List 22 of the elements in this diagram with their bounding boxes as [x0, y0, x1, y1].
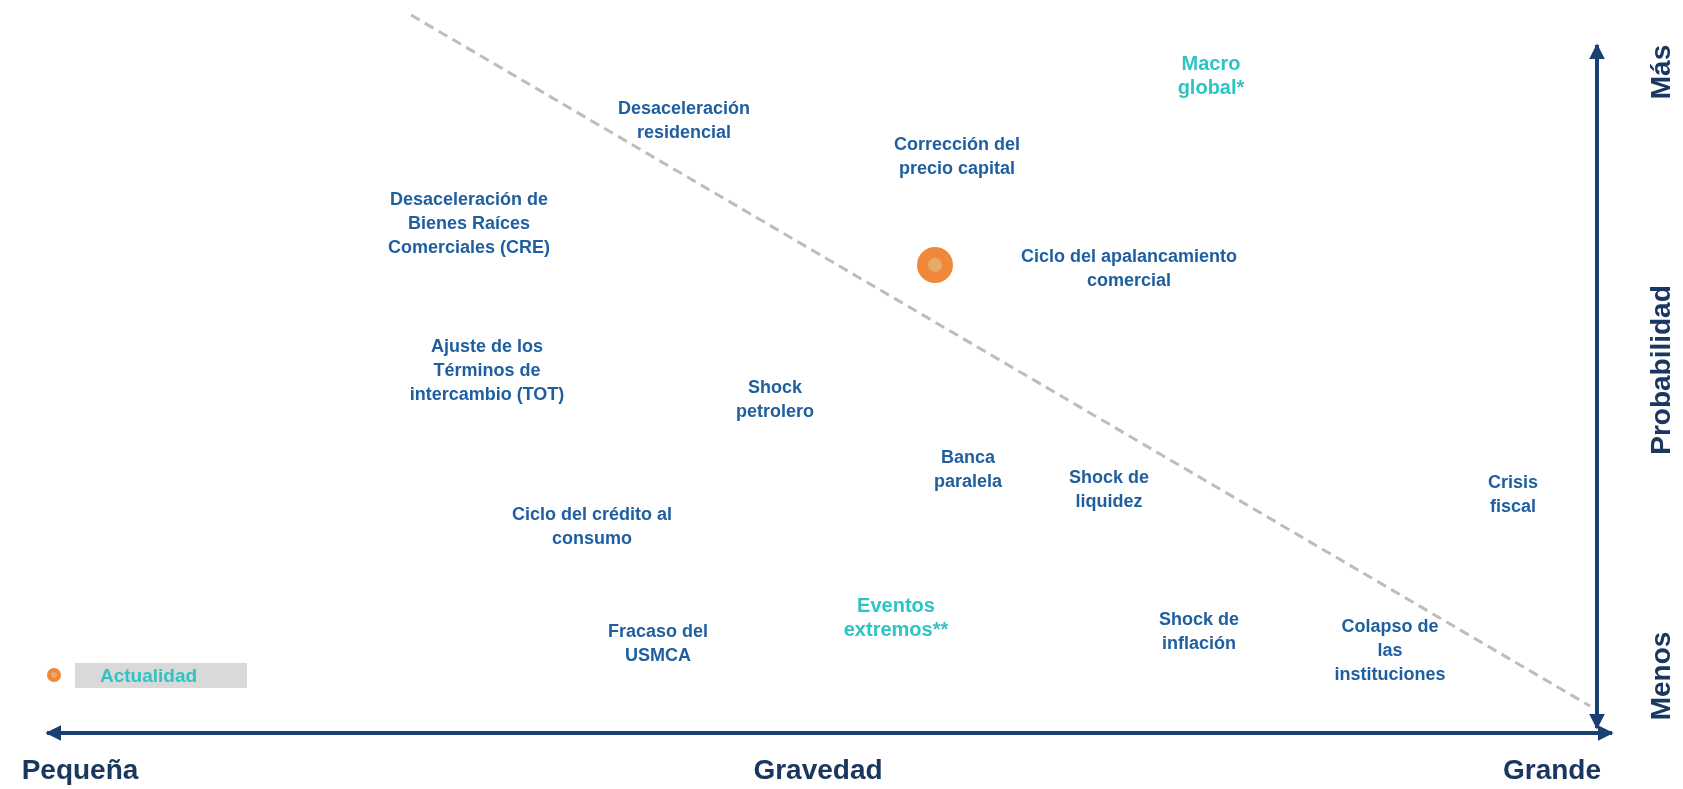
legend-label: Actualidad	[75, 663, 247, 688]
risk-label: Ciclo del apalancamiento comercial	[1019, 245, 1239, 292]
risk-label: Ciclo del crédito al consumo	[510, 503, 673, 550]
axis-label: Menos	[1645, 631, 1677, 721]
risk-label: Desaceleración de Bienes Raíces Comerciales (CRE)	[386, 188, 552, 259]
risk-label: Desaceleración residencial	[616, 97, 752, 144]
axis-label: Grande	[1503, 754, 1601, 786]
axis-label: Pequeña	[21, 754, 139, 786]
risk-label: Eventos extremos**	[842, 593, 950, 641]
risk-label: Shock de liquidez	[1068, 466, 1150, 513]
risk-label: Banca paralela	[932, 446, 1003, 493]
risk-label: Shock petrolero	[735, 376, 815, 423]
axis-label: Probabilidad	[1645, 285, 1677, 455]
risk-label: Corrección del precio capital	[892, 133, 1021, 180]
risk-label: Macro global*	[1176, 51, 1246, 99]
risk-label: Colapso de las instituciones	[1333, 615, 1447, 686]
axis-label: Gravedad	[753, 754, 883, 786]
risk-label: Shock de inflación	[1158, 608, 1240, 655]
risk-label: Fracaso del USMCA	[606, 620, 709, 667]
risk-label: Crisis fiscal	[1487, 471, 1539, 518]
risk-label: Ajuste de los Términos de intercambio (TOT)	[408, 335, 566, 406]
axis-label: Más	[1645, 44, 1677, 100]
